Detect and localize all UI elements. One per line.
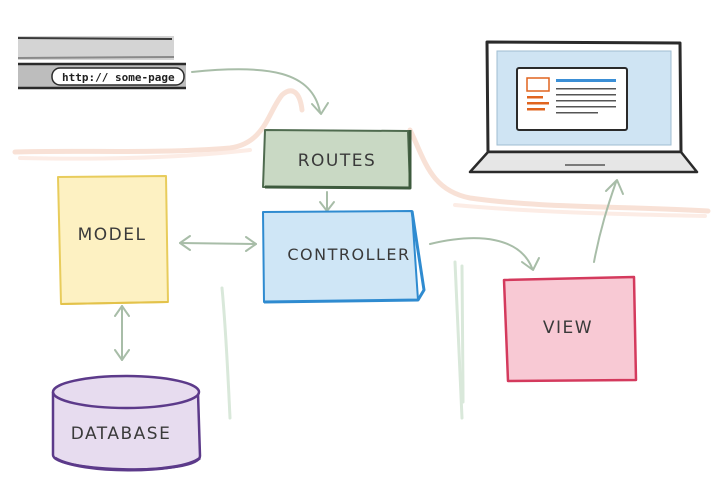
arrow-controller-to-view [429,237,533,269]
wash-stroke-right [407,127,711,214]
database-cylinder: DATABASE [51,374,202,472]
routes-box: ROUTES [262,129,412,190]
database-bottom-edge [54,456,201,472]
laptop-window-text-1 [556,88,616,90]
arrowhead-routes [311,102,329,115]
view-box: VIEW [502,275,638,383]
browser-tab-strip-edge [17,37,173,40]
laptop-window-line-3 [527,108,545,111]
arrows [114,68,624,361]
arrowhead-model-up [114,305,130,317]
laptop-window-line-1 [527,96,543,99]
laptop [468,40,699,174]
model-box-edge [60,301,169,305]
view-box-shape [502,275,638,383]
laptop-window-heading [556,79,616,82]
laptop-window-text-4 [556,106,616,108]
database-top [51,374,201,410]
address-url-text: http:// some-page [62,71,175,84]
arrow-model-controller [179,242,257,245]
arrowhead-laptop [605,179,624,195]
database-label: DATABASE [71,424,172,444]
arrowhead-view [521,257,540,271]
laptop-window-image [526,77,550,92]
arrow-url-to-routes [191,68,321,113]
sketch-line-2 [453,260,464,420]
address-field[interactable] [51,67,185,86]
model-box: MODEL [57,175,169,305]
model-label: MODEL [78,225,147,245]
laptop-window-line-2 [527,102,549,105]
wash-stroke-left-2 [18,148,252,161]
background-wash [12,88,711,218]
arrowhead-controller-right [245,236,257,252]
browser-bar: http:// some-page [17,36,186,90]
background-sketch-lines [220,260,465,420]
controller-box: CONTROLLER [262,210,426,304]
laptop-window-text-5 [556,112,598,114]
arrowhead-model-left [179,235,191,251]
view-label: VIEW [543,318,593,338]
browser-tab-strip-edge-2 [17,56,175,59]
arrow-view-to-laptop [593,181,617,263]
browser-tab-strip [18,36,174,60]
routes-label: ROUTES [298,151,377,171]
routes-box-shadow [264,130,412,190]
laptop-window-text-3 [556,100,616,102]
laptop-window-text-2 [556,94,616,96]
sketch-line-3 [460,264,465,404]
wash-stroke-left [12,88,305,155]
controller-label: CONTROLLER [287,245,410,264]
wash-stroke-right-2 [453,203,707,218]
laptop-base [468,150,699,174]
arrowhead-database-down [114,349,130,361]
controller-box-shadow [263,210,426,304]
sketch-line-1 [220,286,232,420]
